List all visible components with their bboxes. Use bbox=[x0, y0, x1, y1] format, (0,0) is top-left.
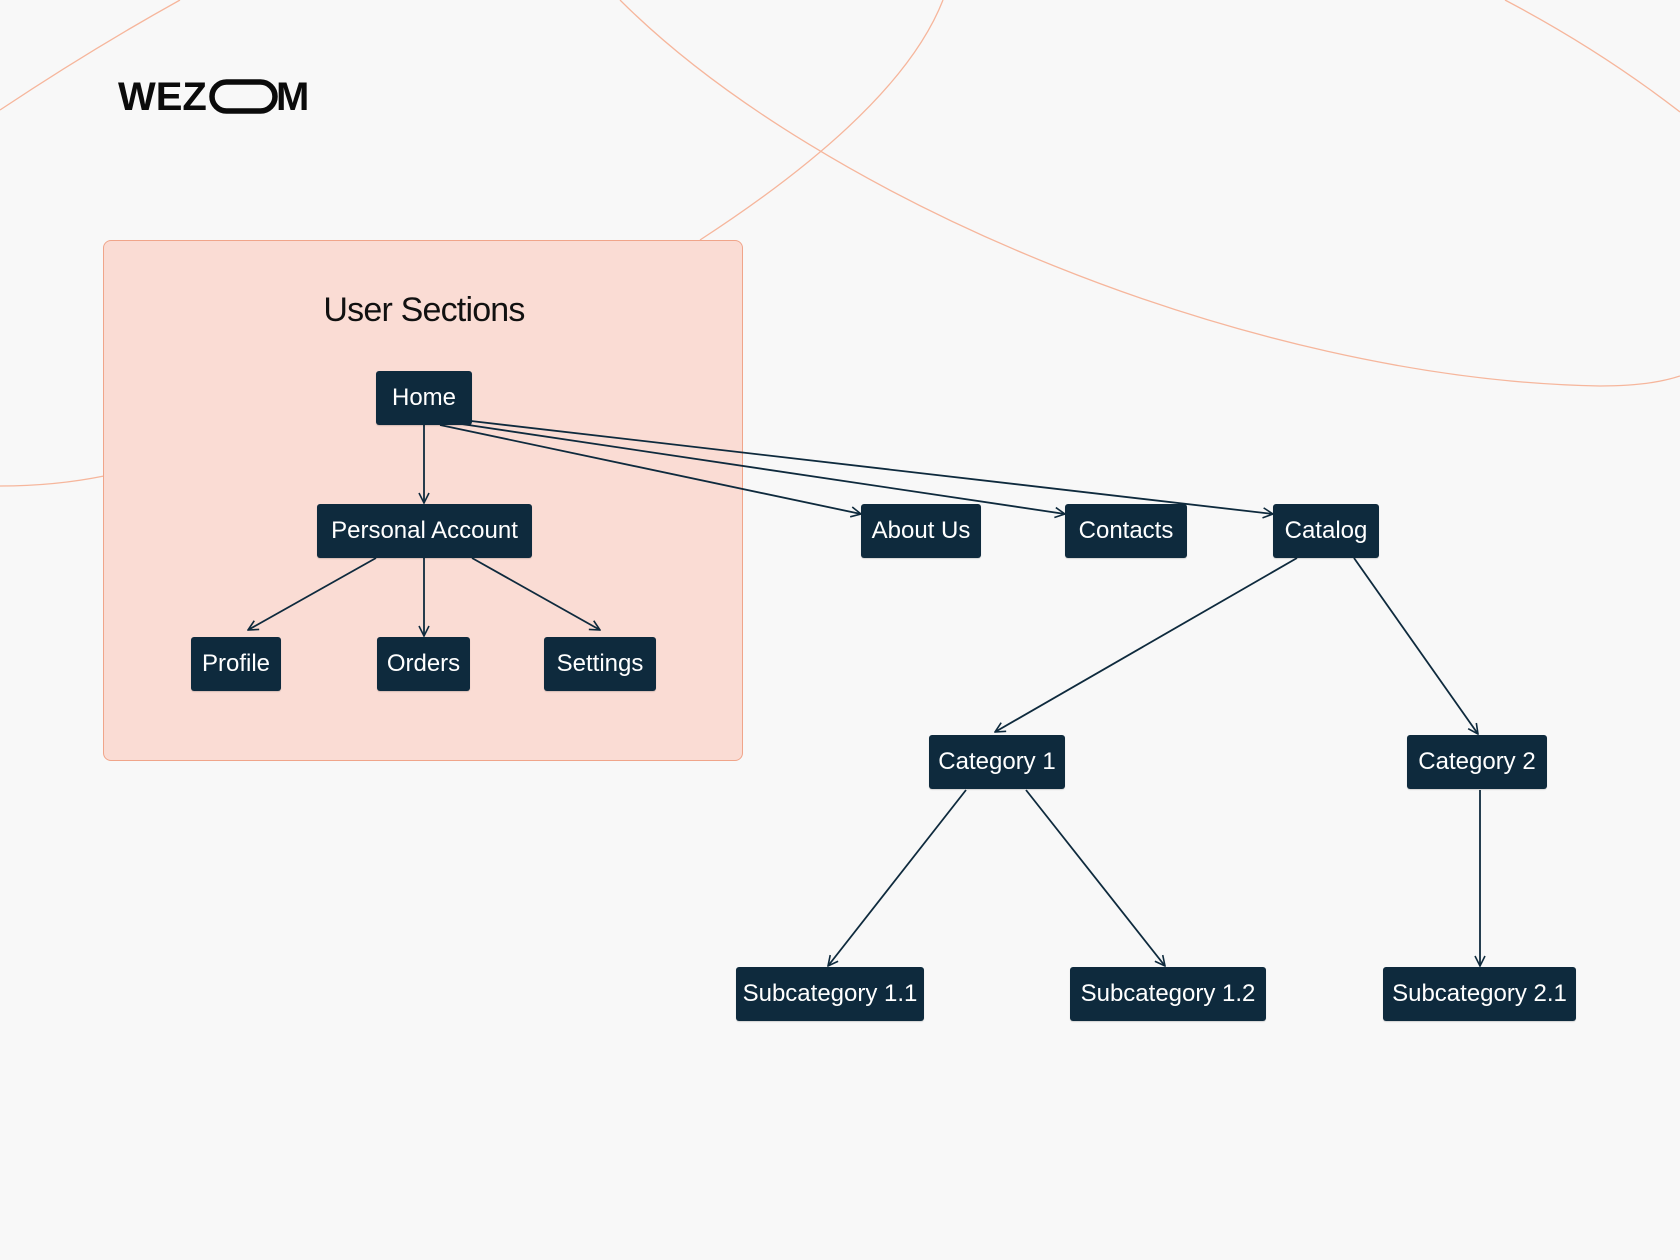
node-settings: Settings bbox=[544, 637, 656, 691]
edge-personal-account-to-profile bbox=[248, 557, 377, 630]
node-catalog: Catalog bbox=[1273, 504, 1379, 558]
node-personal-account: Personal Account bbox=[317, 504, 532, 558]
decor-curve-arc bbox=[619, 0, 1680, 387]
group-title: User Sections bbox=[323, 291, 525, 329]
decor-curve-right bbox=[1504, 0, 1680, 113]
node-category-1: Category 1 bbox=[929, 735, 1065, 789]
node-profile: Profile bbox=[191, 637, 281, 691]
node-category-2: Category 2 bbox=[1407, 735, 1547, 789]
node-subcategory-2-1: Subcategory 2.1 bbox=[1383, 967, 1576, 1021]
node-subcategory-1-1: Subcategory 1.1 bbox=[736, 967, 924, 1021]
node-about-us: About Us bbox=[861, 504, 981, 558]
logo-o-shape bbox=[209, 79, 278, 114]
edge-home-to-catalog bbox=[470, 420, 1273, 514]
edge-catalog-to-category-2 bbox=[1353, 557, 1478, 734]
edge-category-1-to-subcategory-1-2 bbox=[1025, 789, 1165, 966]
node-orders: Orders bbox=[377, 637, 470, 691]
node-home: Home bbox=[376, 371, 472, 425]
edge-home-to-about-us bbox=[439, 424, 861, 514]
logo-text-part-m: M bbox=[276, 75, 309, 118]
edge-catalog-to-category-1 bbox=[995, 557, 1298, 732]
decor-curve-center bbox=[699, 0, 944, 241]
node-subcategory-1-2: Subcategory 1.2 bbox=[1070, 967, 1266, 1021]
edge-home-to-contacts bbox=[454, 422, 1065, 514]
logo-text-part: WEZ bbox=[118, 75, 207, 118]
decor-curve-left bbox=[0, 0, 181, 111]
node-contacts: Contacts bbox=[1065, 504, 1187, 558]
edge-category-1-to-subcategory-1-1 bbox=[828, 789, 967, 966]
wezom-logo: WEZ M bbox=[118, 75, 309, 118]
edge-personal-account-to-settings bbox=[471, 557, 600, 630]
decor-curve-lower-left bbox=[0, 475, 105, 487]
